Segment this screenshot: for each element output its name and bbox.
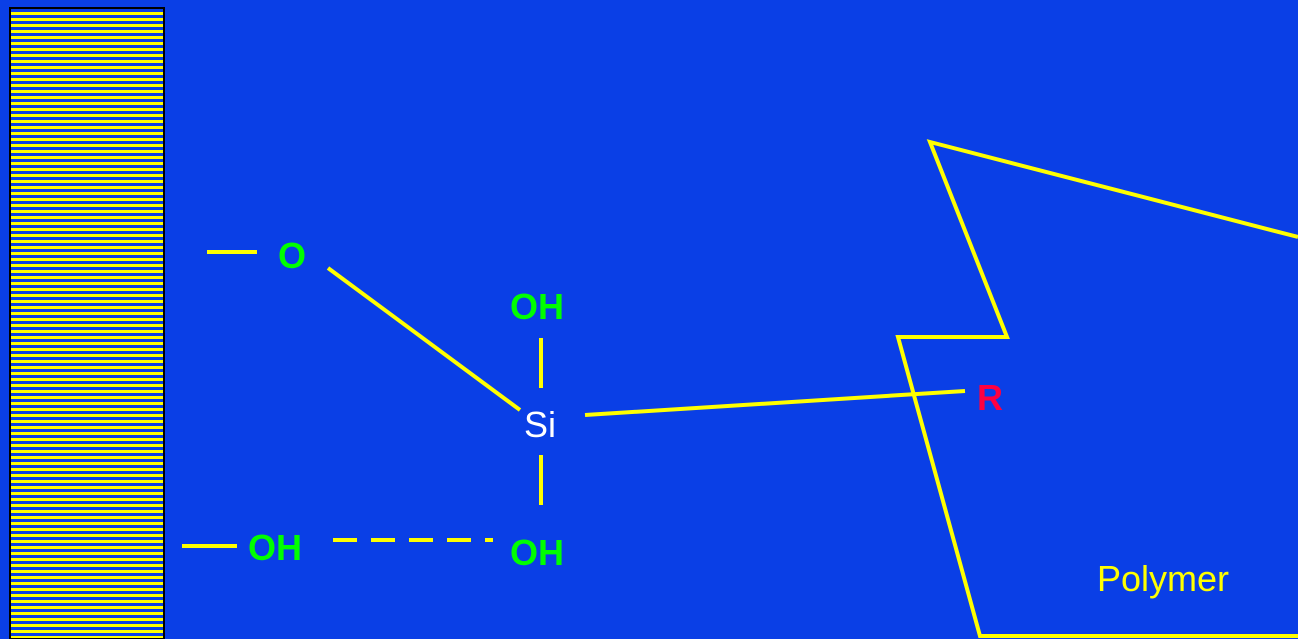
surface-oxygen-label: O: [278, 235, 306, 276]
silicon-label: Si: [524, 404, 556, 445]
silanol-top-label: OH: [510, 286, 564, 327]
silicon-r-bond: [584, 389, 966, 417]
oxygen-silicon-bond: [326, 266, 522, 412]
substrate-surface: [9, 7, 165, 639]
silanol-bottom-label: OH: [510, 532, 564, 573]
polymer-outline: [895, 139, 1298, 638]
r-group-label: R: [977, 377, 1003, 418]
polymer-label: Polymer: [1097, 558, 1229, 599]
surface-hydroxyl-label: OH: [248, 527, 302, 568]
